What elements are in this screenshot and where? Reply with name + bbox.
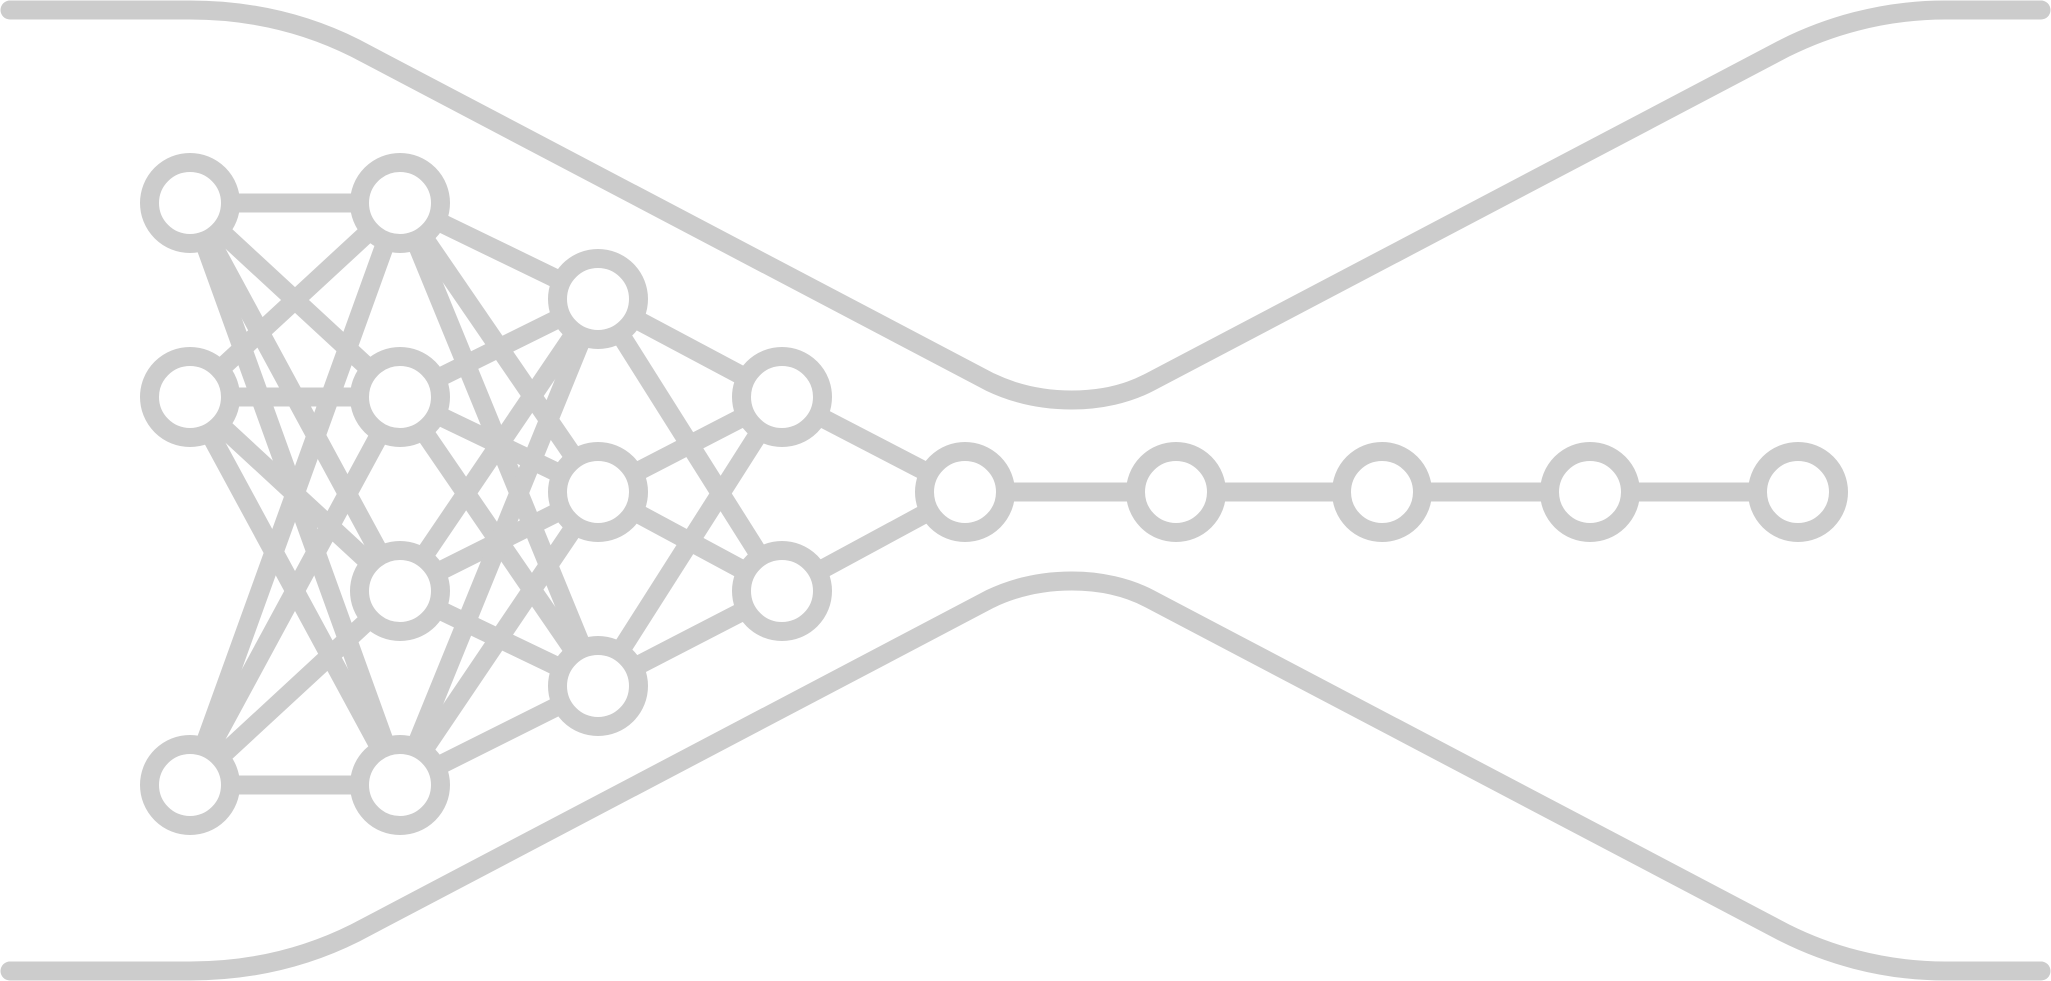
network-node-input [140,153,240,253]
network-edge [392,293,606,597]
network-node-hidden-2 [548,442,648,542]
network-node-hidden-2 [548,636,648,736]
network-node-chain-5 [1748,442,1848,542]
network-node-hidden-3 [732,541,832,641]
network-node-hidden-2 [548,249,648,349]
network-node-chain-1 [915,442,1015,542]
network-edge [589,391,791,692]
network-node-hidden-1 [350,735,450,835]
network-node-hidden-1 [350,347,450,447]
network-node-hidden-1 [350,541,450,641]
network-edge [392,486,606,791]
network-edge [391,295,607,789]
network-node-hidden-3 [732,347,832,447]
network-node-input [140,347,240,447]
network-node-input [140,735,240,835]
network-nodes [140,153,1848,835]
network-node-chain-4 [1540,442,1640,542]
funnel-bottom-line [0,571,2051,981]
network-node-chain-3 [1332,442,1432,542]
network-node-hidden-1 [350,153,450,253]
network-edge [181,392,409,790]
funnel-top-line [0,0,2051,410]
network-node-chain-2 [1126,442,1226,542]
network-edge [181,199,409,789]
